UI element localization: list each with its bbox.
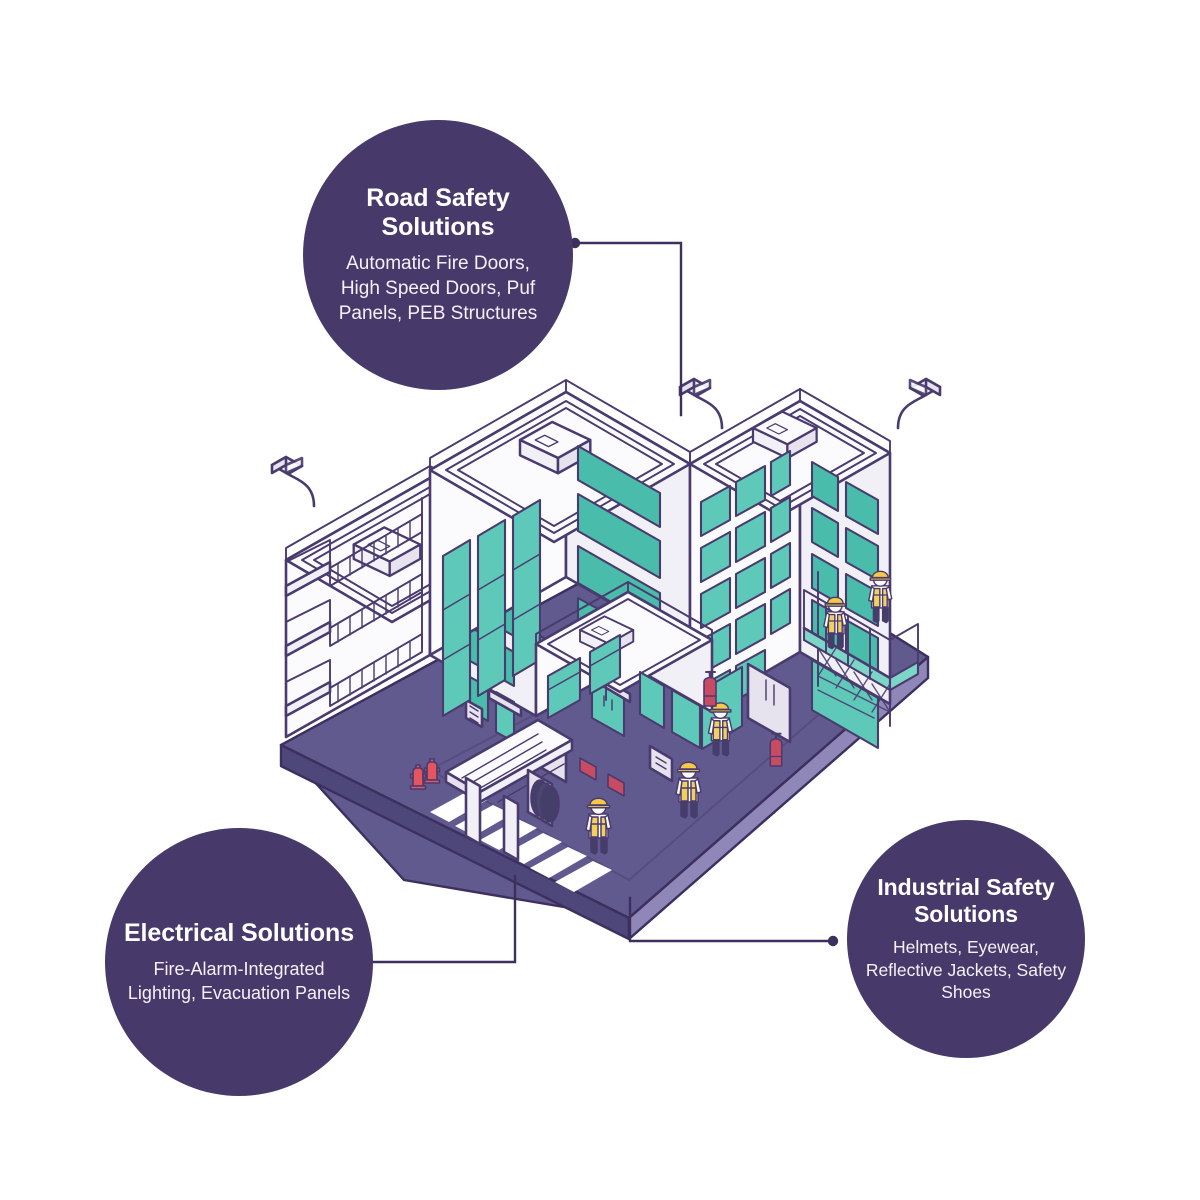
callout-description: Automatic Fire Doors, High Speed Doors, … xyxy=(338,253,538,324)
callout-title: Road Safety Solutions xyxy=(366,183,510,241)
callout-description: Fire-Alarm-Integrated Lighting, Evacuati… xyxy=(127,959,351,1003)
entrance-canopy xyxy=(444,718,574,862)
callout-description: Helmets, Eyewear, Reflective Jackets, Sa… xyxy=(865,936,1067,1003)
callout-road-safety[interactable]: Road Safety Solutions Automatic Fire Doo… xyxy=(303,120,573,390)
connector-dot xyxy=(827,935,839,947)
callout-industrial-safety[interactable]: Industrial Safety Solutions Helmets, Eye… xyxy=(847,820,1085,1058)
connector-industrial xyxy=(628,896,839,947)
connector-road-safety xyxy=(569,237,683,417)
right-tall-tower xyxy=(678,377,942,751)
suspended-work-platform xyxy=(802,570,920,727)
callout-electrical[interactable]: Electrical Solutions Fire-Alarm-Integrat… xyxy=(105,828,373,1096)
callout-title: Industrial Safety Solutions xyxy=(877,873,1055,927)
callout-title: Electrical Solutions xyxy=(123,918,354,947)
hose-reel xyxy=(526,768,560,828)
